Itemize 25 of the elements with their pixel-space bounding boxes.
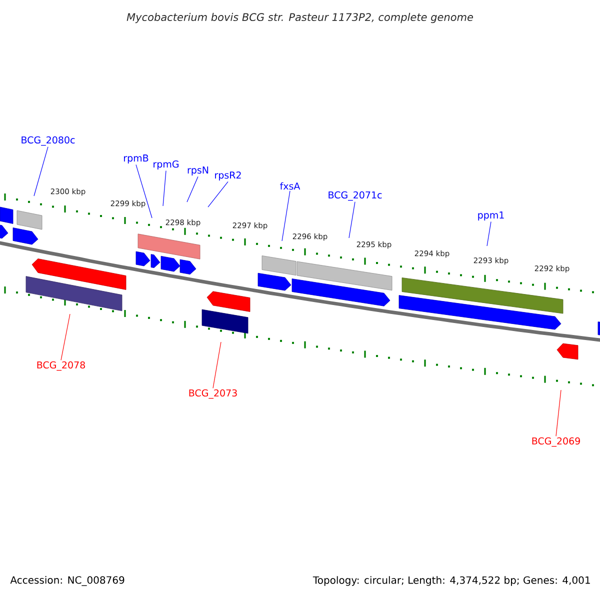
accession-text: Accession: NC_008769 bbox=[10, 576, 124, 586]
leader-line bbox=[34, 146, 48, 196]
leader-line bbox=[208, 181, 228, 208]
gene-label: BCG_2078 bbox=[37, 361, 85, 371]
gene-label: ppm1 bbox=[478, 212, 504, 220]
gene-label: rpmB bbox=[124, 154, 148, 164]
title: Mycobacterium bovis BCG str. Pasteur 1173P2, complete genome bbox=[126, 12, 474, 24]
leader-line bbox=[136, 164, 152, 218]
leader-line bbox=[282, 190, 290, 242]
leader-line bbox=[162, 170, 166, 206]
leader-line bbox=[212, 342, 222, 388]
leader-line bbox=[486, 221, 492, 246]
gene-label: BCG_2071c bbox=[328, 191, 382, 201]
leader-line bbox=[186, 176, 198, 202]
gene-label: rpsR2 bbox=[215, 171, 241, 181]
leader-line bbox=[348, 202, 356, 238]
gene-label: fxsA bbox=[280, 182, 300, 190]
gene-label: BCG_2073 bbox=[189, 389, 237, 399]
leader-line bbox=[60, 314, 70, 360]
leader-line bbox=[556, 390, 562, 436]
gene-label: rpsN bbox=[188, 166, 208, 176]
gene-label: BCG_2069 bbox=[532, 437, 580, 447]
gene-label: rpmG bbox=[154, 160, 178, 170]
topology-text: Topology: circular; Length: 4,374,522 bp; Genes: 4,001 bbox=[312, 576, 590, 586]
gene-label: BCG_2080c bbox=[22, 136, 75, 146]
